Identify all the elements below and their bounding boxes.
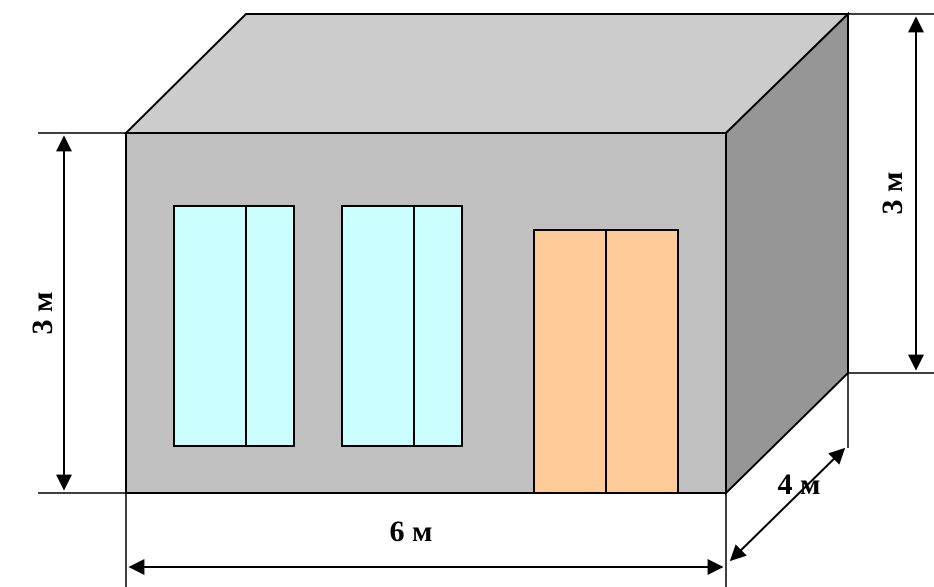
depth-arrow xyxy=(729,447,846,562)
door xyxy=(533,229,679,494)
front-height-label: 3 м xyxy=(26,292,59,335)
width-label: 6 м xyxy=(390,515,433,548)
window-left xyxy=(173,205,295,447)
depth-label: 4 м xyxy=(778,468,821,501)
roof-top-face xyxy=(123,13,851,134)
window-middle xyxy=(341,205,463,447)
side-height-label: 3 м xyxy=(876,172,909,215)
extension-lines xyxy=(38,13,934,587)
